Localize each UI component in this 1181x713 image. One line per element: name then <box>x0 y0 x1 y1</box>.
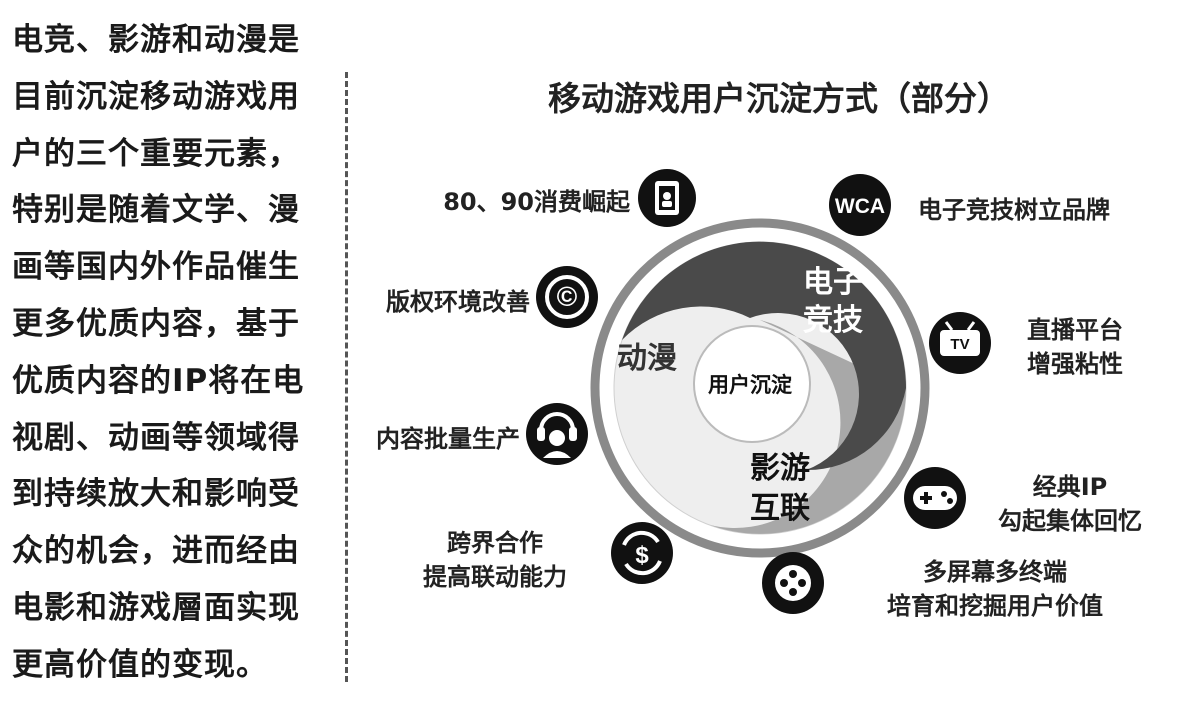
person-icon <box>526 403 588 465</box>
paragraph-line: 电影和游戏層面实现 <box>12 589 300 626</box>
description-paragraph: 电竞、影游和动漫是 目前沉淀移动游戏用 户的三个重要元素， 特别是随着文学、漫 … <box>12 12 332 694</box>
classic-ip-label: 经典IP 勾起集体回忆 <box>975 470 1165 538</box>
gamepad-icon <box>904 467 966 529</box>
paragraph-line: 到持续放大和影响受 <box>12 476 300 513</box>
paragraph-line: 众的机会，进而经由 <box>12 533 300 570</box>
crossover-label: 跨界合作 提高联动能力 <box>400 526 590 594</box>
dollar-icon: $ <box>611 522 673 584</box>
paragraph-line: 优质内容的IP将在电 <box>12 362 305 399</box>
live-platform-line: 增强粘性 <box>1027 350 1123 378</box>
paragraph-line: 更多优质内容，基于 <box>12 305 300 342</box>
paragraph-line: 视剧、动画等领域得 <box>12 419 300 456</box>
live-platform-label: 直播平台 增强粘性 <box>1010 313 1140 381</box>
center-label: 用户沉淀 <box>708 373 793 397</box>
copyright-icon: © <box>536 266 598 328</box>
classic-ip-line: 经典IP <box>1032 473 1108 501</box>
crossover-line: 跨界合作 <box>447 529 543 557</box>
live-platform-line: 直播平台 <box>1027 316 1123 344</box>
content-production-label: 内容批量生产 <box>376 425 520 453</box>
center-circle <box>693 325 811 443</box>
paragraph-line: 目前沉淀移动游戏用 <box>12 78 300 115</box>
multiscreen-line: 多屏幕多终端 <box>923 558 1067 586</box>
tv-badge-text: TV <box>950 336 969 353</box>
paragraph-line: 画等国内外作品催生 <box>12 249 300 286</box>
dashed-divider <box>345 72 348 682</box>
esports-segment-label: 竞技 <box>803 303 863 338</box>
paragraph-line: 特别是随着文学、漫 <box>12 192 300 229</box>
film-reel-icon <box>762 552 824 614</box>
wca-badge-text: WCA <box>835 195 885 218</box>
crossover-line: 提高联动能力 <box>423 563 567 591</box>
outer-ring <box>590 218 930 558</box>
paragraph-line: 电竞、影游和动漫是 <box>12 22 300 58</box>
esports-segment <box>622 241 907 471</box>
multiscreen-label: 多屏幕多终端 培育和挖掘用户价值 <box>850 555 1140 623</box>
wca-icon: WCA <box>829 174 891 236</box>
film-game-segment-label: 互联 <box>750 491 810 526</box>
phone-icon <box>638 169 696 227</box>
diagram-title: 移动游戏用户沉淀方式（部分） <box>548 79 1010 118</box>
brand-label: 电子竞技树立品牌 <box>918 196 1110 224</box>
copyright-label: 版权环境改善 <box>386 288 530 316</box>
tv-icon: TV <box>929 312 991 374</box>
multiscreen-line: 培育和挖掘用户价值 <box>887 592 1103 620</box>
esports-segment-label: 电子 <box>803 265 863 300</box>
film-game-segment-label: 影游 <box>750 451 810 486</box>
consumer-label: 80、90消费崛起 <box>443 188 630 216</box>
dollar-symbol: $ <box>635 542 649 569</box>
copyright-symbol: © <box>557 281 578 312</box>
paragraph-line: 户的三个重要元素， <box>12 135 300 172</box>
paragraph-line: 更高价值的变现。 <box>12 646 268 683</box>
anime-segment-label: 动漫 <box>617 341 677 376</box>
classic-ip-line: 勾起集体回忆 <box>998 507 1142 535</box>
